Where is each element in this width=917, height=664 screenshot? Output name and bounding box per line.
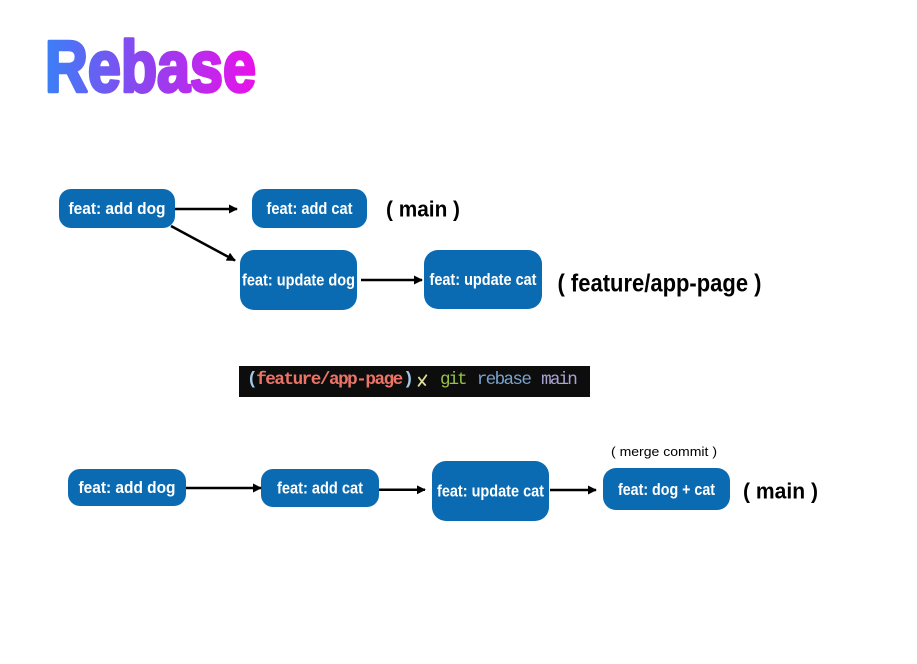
svg-text:( feature/app-page ): ( feature/app-page ) xyxy=(558,270,762,298)
svg-text:feat: add cat: feat: add cat xyxy=(267,200,354,218)
svg-text:): ) xyxy=(403,370,414,390)
svg-text:feat: add dog: feat: add dog xyxy=(79,479,176,497)
svg-text:( main ): ( main ) xyxy=(743,478,818,503)
svg-text:feat: update dog: feat: update dog xyxy=(242,271,355,289)
svg-text:rebase: rebase xyxy=(477,370,532,390)
svg-text:feat: update cat: feat: update cat xyxy=(437,482,545,500)
svg-text:( merge commit ): ( merge commit ) xyxy=(611,445,717,459)
svg-text:feature/app-page: feature/app-page xyxy=(256,370,403,390)
svg-text:git: git xyxy=(440,370,468,390)
svg-text:feat: dog + cat: feat: dog + cat xyxy=(618,481,715,499)
svg-text:feat: add cat: feat: add cat xyxy=(277,479,364,497)
svg-text:feat: add dog: feat: add dog xyxy=(69,200,166,218)
svg-text:Rebase: Rebase xyxy=(45,27,256,108)
svg-text:feat: update cat: feat: update cat xyxy=(430,271,538,289)
svg-text:main: main xyxy=(541,370,578,390)
svg-text:(: ( xyxy=(247,370,258,390)
svg-text:( main ): ( main ) xyxy=(386,197,460,222)
